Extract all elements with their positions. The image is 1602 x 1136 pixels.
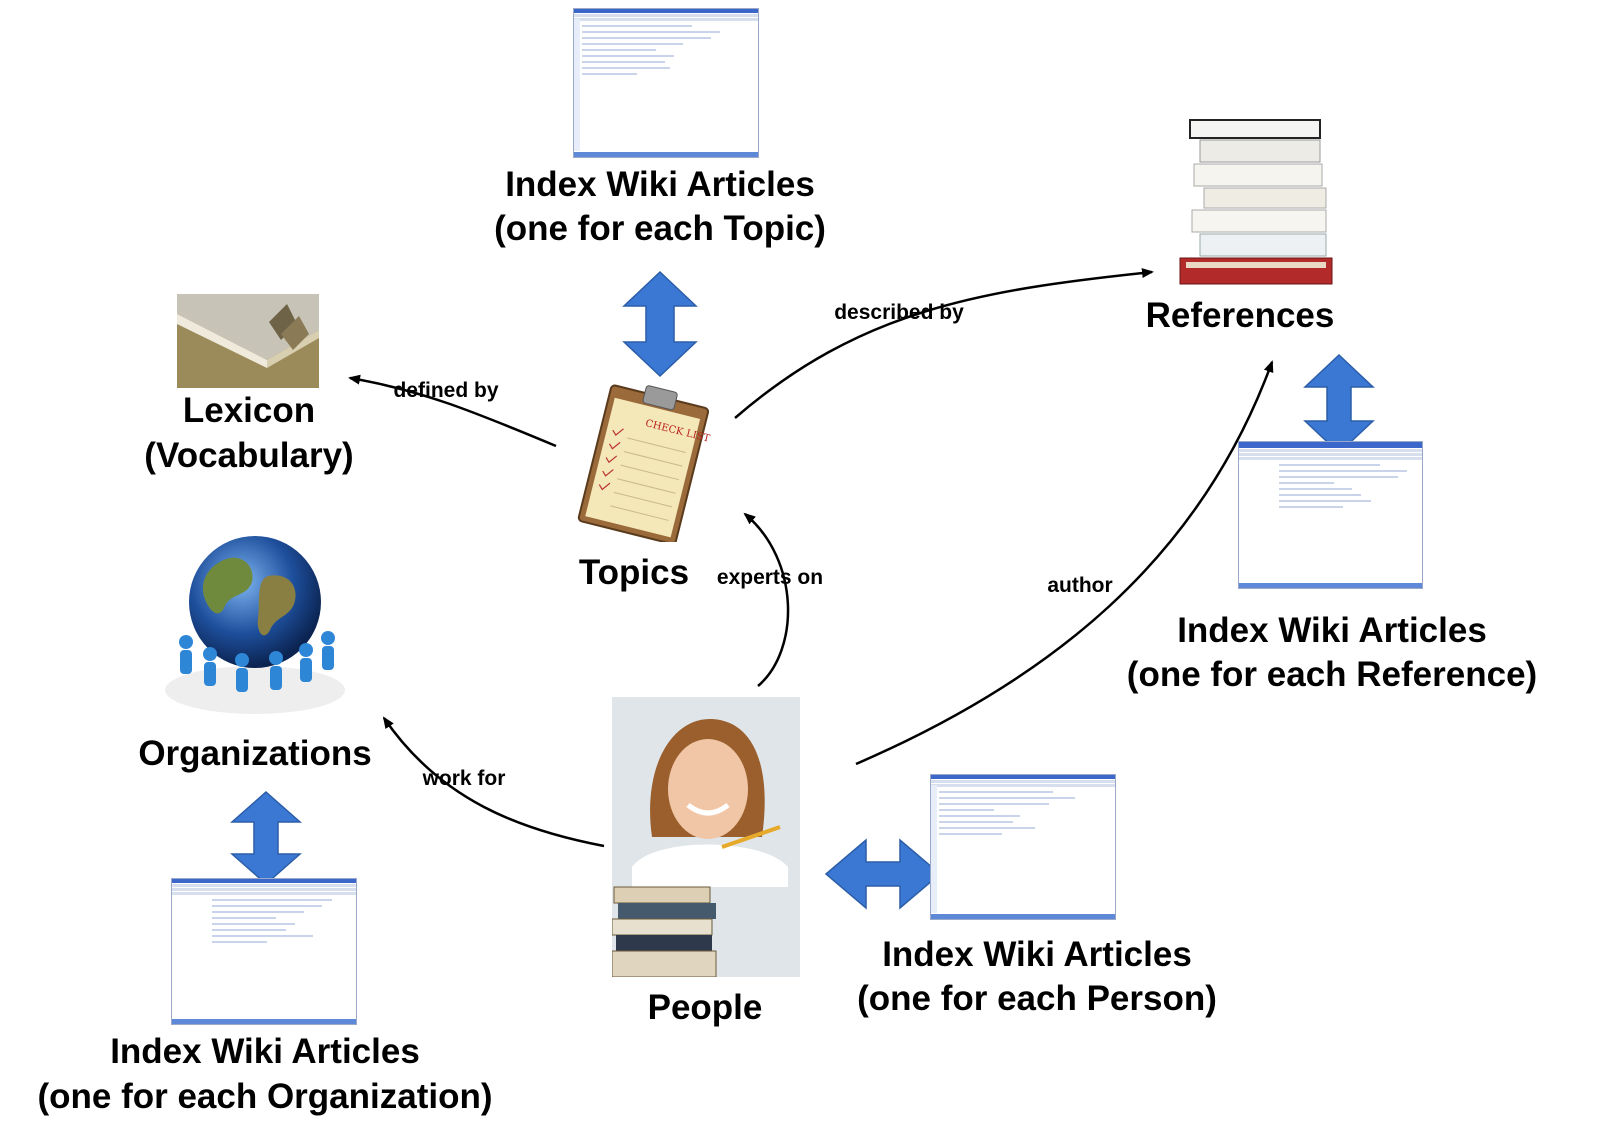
double-arrow-people: [824, 838, 942, 910]
double-arrow-topics: [622, 270, 698, 378]
clipboard-checklist-icon: CHECK LIST: [577, 384, 711, 542]
topics-label: Topics: [578, 553, 690, 592]
wiki-screenshot-icon: [930, 774, 1116, 920]
edge-author: [855, 360, 1274, 766]
references-label: References: [1145, 296, 1335, 335]
edge-label-author: author: [1047, 574, 1113, 597]
edge-label-experts-on: experts on: [716, 566, 824, 589]
lexicon-sub: (Vocabulary): [144, 436, 354, 475]
edge-experts-on: [743, 512, 790, 687]
wiki-screenshot-icon: [1238, 441, 1423, 589]
index-reference-sub: (one for each Reference): [1126, 655, 1538, 694]
organizations-label: Organizations: [138, 734, 372, 773]
edge-label-described-by: described by: [834, 301, 964, 324]
dictionary-book-icon: [177, 294, 319, 388]
lexicon-title: Lexicon: [182, 391, 316, 430]
index-org-title: Index Wiki Articles: [110, 1032, 420, 1071]
index-person-sub: (one for each Person): [857, 979, 1217, 1018]
edge-described-by: [734, 268, 1154, 419]
wiki-screenshot-icon: [573, 8, 759, 158]
wiki-screenshot-icon: [171, 878, 357, 1025]
edge-label-work-for: work for: [422, 767, 506, 790]
index-topic-sub: (one for each Topic): [494, 209, 826, 248]
index-topic-title: Index Wiki Articles: [505, 165, 815, 204]
double-arrow-references: [1303, 353, 1375, 455]
index-person-title: Index Wiki Articles: [882, 935, 1192, 974]
index-org-sub: (one for each Organization): [37, 1077, 493, 1116]
globe-people-icon: [165, 536, 345, 714]
index-reference-title: Index Wiki Articles: [1177, 611, 1487, 650]
double-arrow-organizations: [230, 790, 302, 886]
person-photo-icon: [612, 697, 800, 977]
edge-work-for: [382, 716, 605, 848]
people-label: People: [647, 988, 763, 1027]
book-stack-icon: [1179, 119, 1333, 285]
edge-label-defined-by: defined by: [393, 379, 499, 402]
edge-defined-by: [348, 374, 557, 448]
